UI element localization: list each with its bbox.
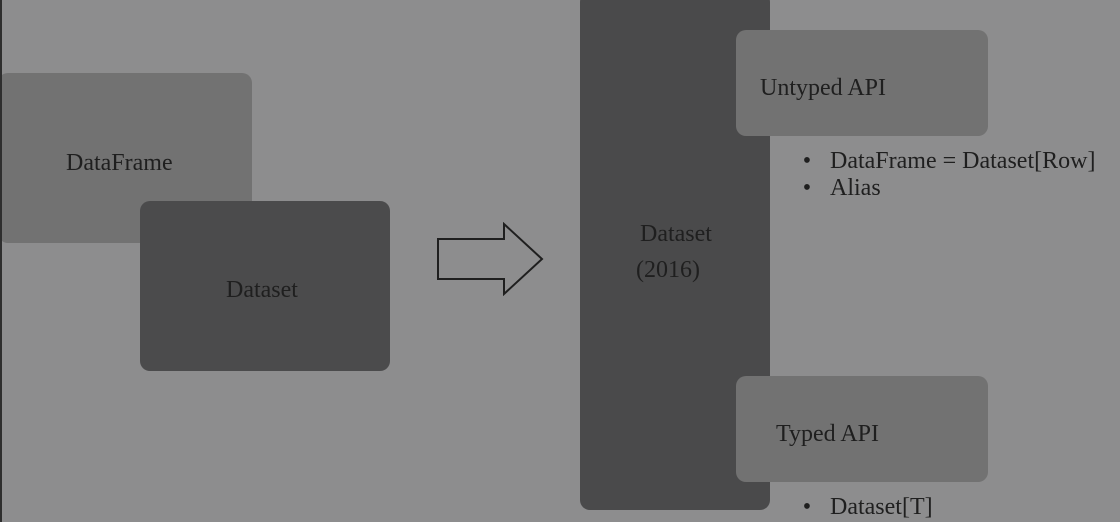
typed-api-bullet-list: • Dataset[T] [800, 494, 933, 521]
bullet-text: DataFrame = Dataset[Row] [830, 148, 1096, 174]
bullet-icon: • [802, 175, 812, 201]
untyped-api-bullet-list: • DataFrame = Dataset[Row] • Alias [800, 148, 1096, 202]
untyped-api-box: Untyped API [736, 30, 988, 136]
bullet-icon: • [802, 494, 812, 520]
right-arrow-outline-icon [437, 222, 544, 296]
bullet-icon: • [802, 148, 812, 174]
bullet-item: • Dataset[T] [800, 494, 933, 521]
dataset-box: Dataset [140, 201, 390, 371]
dataset-2016-label: Dataset [640, 221, 712, 247]
dataframe-label: DataFrame [66, 150, 173, 176]
bullet-item: • Alias [800, 175, 1095, 202]
typed-api-label: Typed API [776, 421, 879, 447]
dataset-label: Dataset [226, 277, 298, 303]
dataframe-box: DataFrame [2, 73, 252, 243]
bullet-item: • DataFrame = Dataset[Row] [800, 148, 1096, 175]
bullet-text: Alias [830, 175, 881, 201]
bullet-text: Dataset[T] [830, 494, 933, 520]
dataset-year-label: (2016) [636, 257, 700, 283]
typed-api-box: Typed API [736, 376, 988, 482]
untyped-api-label: Untyped API [760, 75, 886, 101]
